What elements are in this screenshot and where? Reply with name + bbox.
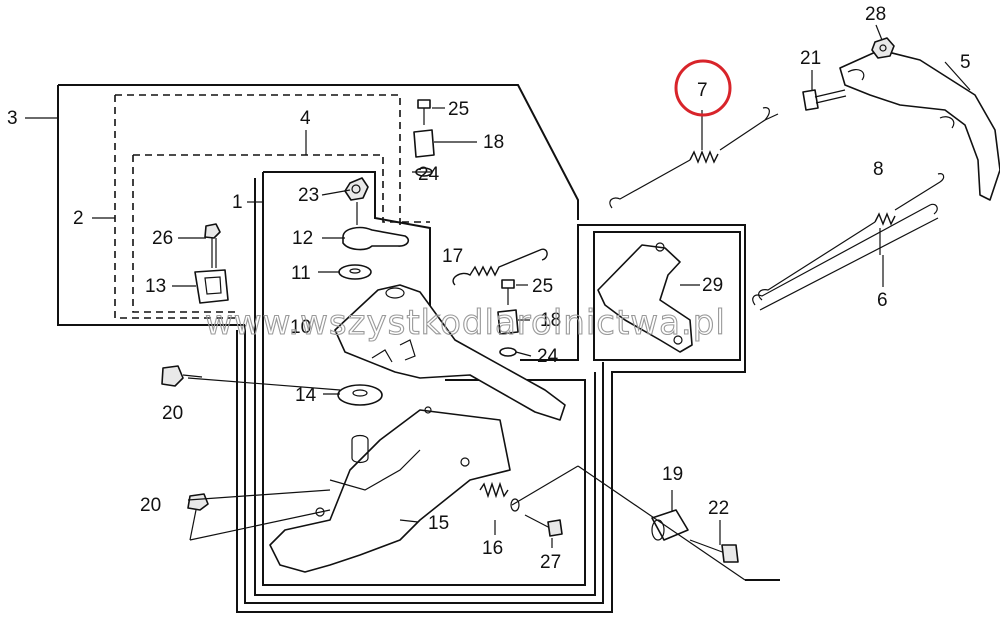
label-7: 7	[697, 80, 708, 101]
label-4: 4	[300, 108, 311, 129]
fastener-stack-lower	[497, 279, 519, 357]
bolt-26	[204, 223, 221, 268]
screw-21	[802, 89, 847, 111]
bolt-20-upper	[161, 365, 203, 387]
label-6: 6	[877, 290, 888, 311]
label-17: 17	[442, 246, 463, 267]
spring-16	[479, 481, 509, 499]
label-23: 23	[298, 185, 319, 206]
label-27: 27	[540, 552, 561, 573]
label-28: 28	[865, 4, 886, 25]
label-15: 15	[428, 513, 449, 534]
label-12: 12	[292, 228, 313, 249]
label-22: 22	[708, 498, 729, 519]
label-18-lower: 18	[540, 310, 561, 331]
part-labels: 1 2 3 4 5 6 7 8 10 11 12 13 14 15 16 17 …	[7, 4, 971, 573]
label-18-upper: 18	[483, 132, 504, 153]
label-11: 11	[291, 263, 311, 284]
bolt-20-lower	[187, 493, 209, 541]
nut-28	[871, 37, 895, 59]
label-24-upper: 24	[418, 164, 440, 185]
washer-11	[338, 264, 372, 280]
spring-17	[452, 248, 548, 286]
bracket-29	[597, 244, 693, 353]
label-24-lower: 24	[537, 346, 559, 367]
label-10: 10	[290, 317, 311, 338]
lever-5	[839, 49, 1000, 201]
label-13: 13	[145, 276, 166, 297]
label-21: 21	[800, 48, 821, 69]
spring-rod-7	[609, 107, 779, 209]
assembly-frames	[57, 84, 780, 613]
watermark: www.wszystkodlarolnictwa.pl	[205, 303, 726, 343]
collar-19	[651, 509, 689, 541]
label-1: 1	[232, 192, 243, 213]
washer-14	[337, 384, 383, 406]
part-shapes	[161, 37, 1000, 573]
label-20-upper: 20	[162, 403, 183, 424]
highlight-circle	[674, 59, 732, 117]
label-25-lower: 25	[532, 276, 553, 297]
label-3: 3	[7, 108, 18, 129]
label-29: 29	[702, 275, 723, 296]
spring-rod-8	[758, 173, 945, 301]
rod-6	[752, 203, 939, 311]
bolt-22	[689, 539, 739, 563]
control-arm-10	[334, 284, 566, 421]
leader-lines	[25, 24, 971, 581]
label-19: 19	[662, 464, 683, 485]
label-2: 2	[73, 208, 84, 229]
clip-13	[194, 269, 229, 304]
label-16: 16	[482, 538, 503, 559]
fastener-stack-upper	[413, 99, 435, 177]
label-8: 8	[873, 159, 884, 180]
bolt-27	[524, 514, 563, 537]
label-14: 14	[295, 385, 317, 406]
label-25-upper: 25	[448, 99, 469, 120]
label-5: 5	[960, 52, 971, 73]
label-26: 26	[152, 228, 173, 249]
lever-12	[342, 226, 410, 251]
label-20-lower: 20	[140, 495, 161, 516]
nut-23	[344, 177, 369, 225]
base-plate-15	[269, 409, 511, 573]
